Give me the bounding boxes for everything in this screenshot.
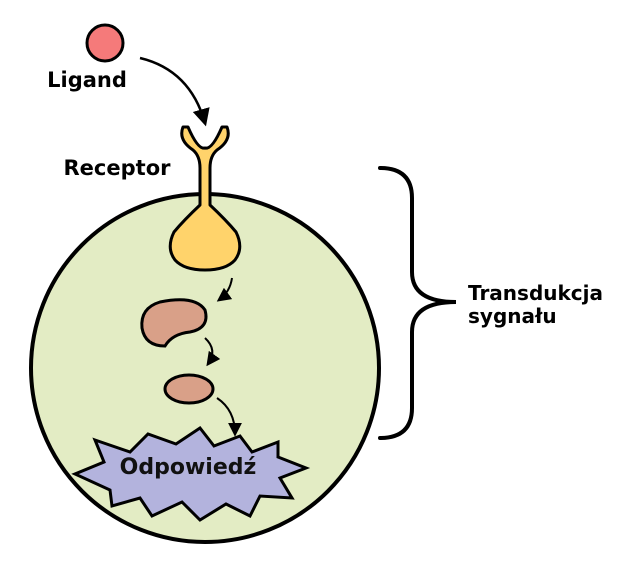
response-burst <box>71 425 311 522</box>
transduction-label-line1: Transdukcja <box>468 281 603 305</box>
response-label: Odpowiedź <box>120 455 257 480</box>
receptor-shape <box>168 125 242 272</box>
cascade-arrow-2 <box>204 337 221 367</box>
cascade-arrow-3 <box>216 397 242 437</box>
ligand-binding-arrow <box>139 56 210 127</box>
receptor-label: Receptor <box>64 156 172 180</box>
transduction-brace <box>378 166 457 440</box>
transduction-label-line2: sygnału <box>468 304 557 328</box>
cascade-arrow-1 <box>216 277 233 302</box>
signaling-protein-1 <box>140 298 208 348</box>
ligand-molecule <box>85 23 125 63</box>
ligand-label: Ligand <box>47 68 127 92</box>
signaling-protein-2 <box>163 373 215 405</box>
